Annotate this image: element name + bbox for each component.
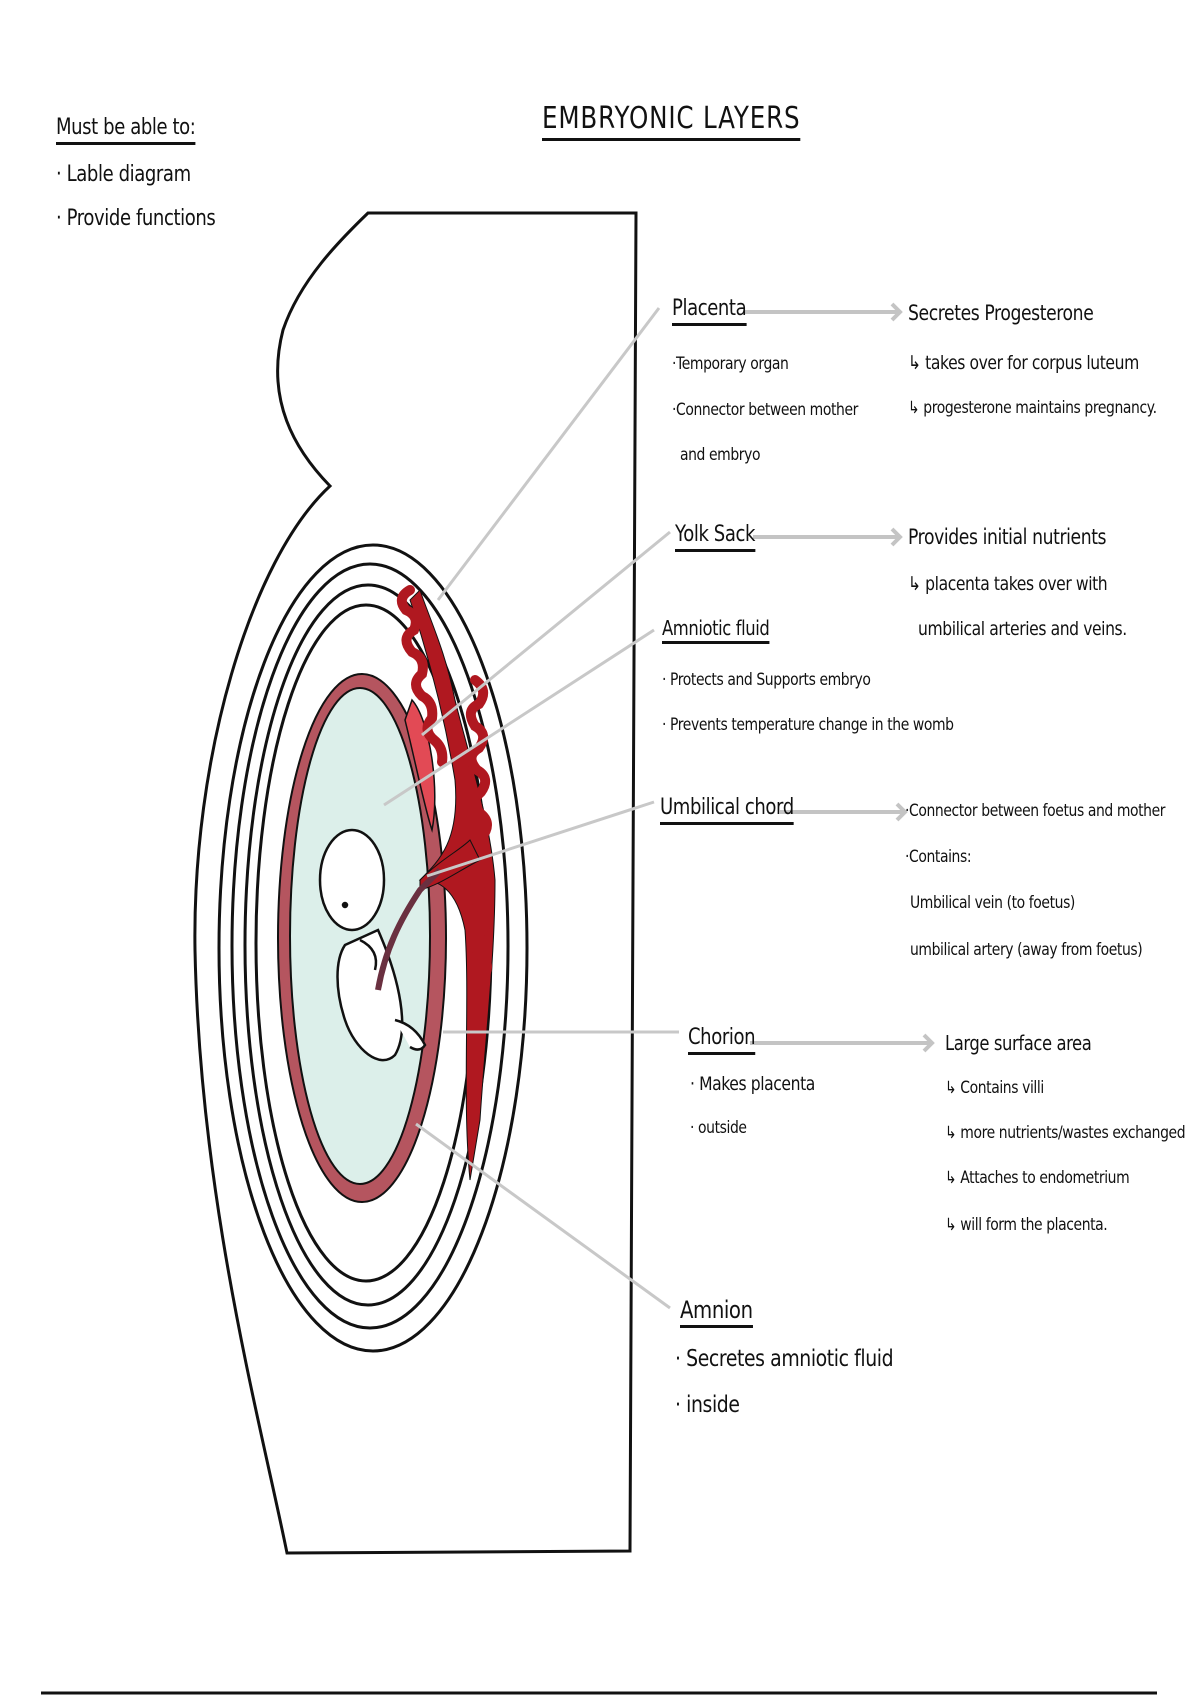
placenta-bullet: ·Temporary organ (672, 354, 789, 374)
chorion-bullet: · Makes placenta (690, 1073, 815, 1095)
requirement-item: · Lable diagram (56, 162, 191, 187)
leader-lines (383, 307, 679, 1310)
label-chorion: Chorion (688, 1027, 756, 1055)
umbilical-detail: ·Connector between foetus and mother (905, 801, 1166, 821)
umbilical-cord-drawing (375, 867, 443, 991)
chorion-bullet: · outside (690, 1118, 747, 1138)
umbilical-detail: Umbilical vein (to foetus) (910, 893, 1075, 913)
chorion-function: Large surface area (945, 1031, 1092, 1055)
requirements-heading: Must be able to: (56, 117, 196, 145)
label-umbilical-chord: Umbilical chord (660, 797, 794, 825)
placenta-bullet: ·Connector between mother (672, 400, 858, 420)
chorion-detail: ↳ Attaches to endometrium (945, 1168, 1130, 1188)
placenta-detail: ↳ progesterone maintains pregnancy. (908, 398, 1157, 418)
amniotic-fluid-bullet: · Protects and Supports embryo (662, 670, 871, 690)
chorion-detail: ↳ more nutrients/wastes exchanged (945, 1123, 1186, 1143)
label-amnion: Amnion (680, 1298, 753, 1328)
label-yolk-sack: Yolk Sack (675, 524, 755, 552)
chorion-detail: ↳ will form the placenta. (945, 1215, 1108, 1235)
amniotic-fluid-bullet: · Prevents temperature change in the wom… (662, 715, 954, 735)
placenta-bullet: and embryo (680, 445, 761, 465)
amnion-bullet: · inside (675, 1392, 740, 1418)
umbilical-detail: umbilical artery (away from foetus) (910, 940, 1143, 960)
chorion-detail: ↳ Contains villi (945, 1078, 1044, 1098)
function-arrows (745, 302, 935, 1053)
yolk-sack-function: Provides initial nutrients (908, 525, 1107, 549)
label-placenta: Placenta (672, 298, 747, 326)
label-amniotic-fluid: Amniotic fluid (662, 618, 770, 644)
yolk-sack-detail: umbilical arteries and veins. (918, 618, 1127, 640)
amnion-bullet: · Secretes amniotic fluid (675, 1346, 894, 1372)
yolk-sack-detail: ↳ placenta takes over with (908, 573, 1108, 595)
placenta-function: Secretes Progesterone (908, 301, 1094, 325)
amniotic-fluid (289, 687, 431, 1185)
page-title: EMBRYONIC LAYERS (542, 104, 801, 141)
requirement-item: · Provide functions (56, 206, 216, 231)
uterus-outline (193, 211, 638, 1555)
placenta-detail: ↳ takes over for corpus luteum (908, 352, 1139, 374)
umbilical-detail: ·Contains: (905, 847, 972, 867)
